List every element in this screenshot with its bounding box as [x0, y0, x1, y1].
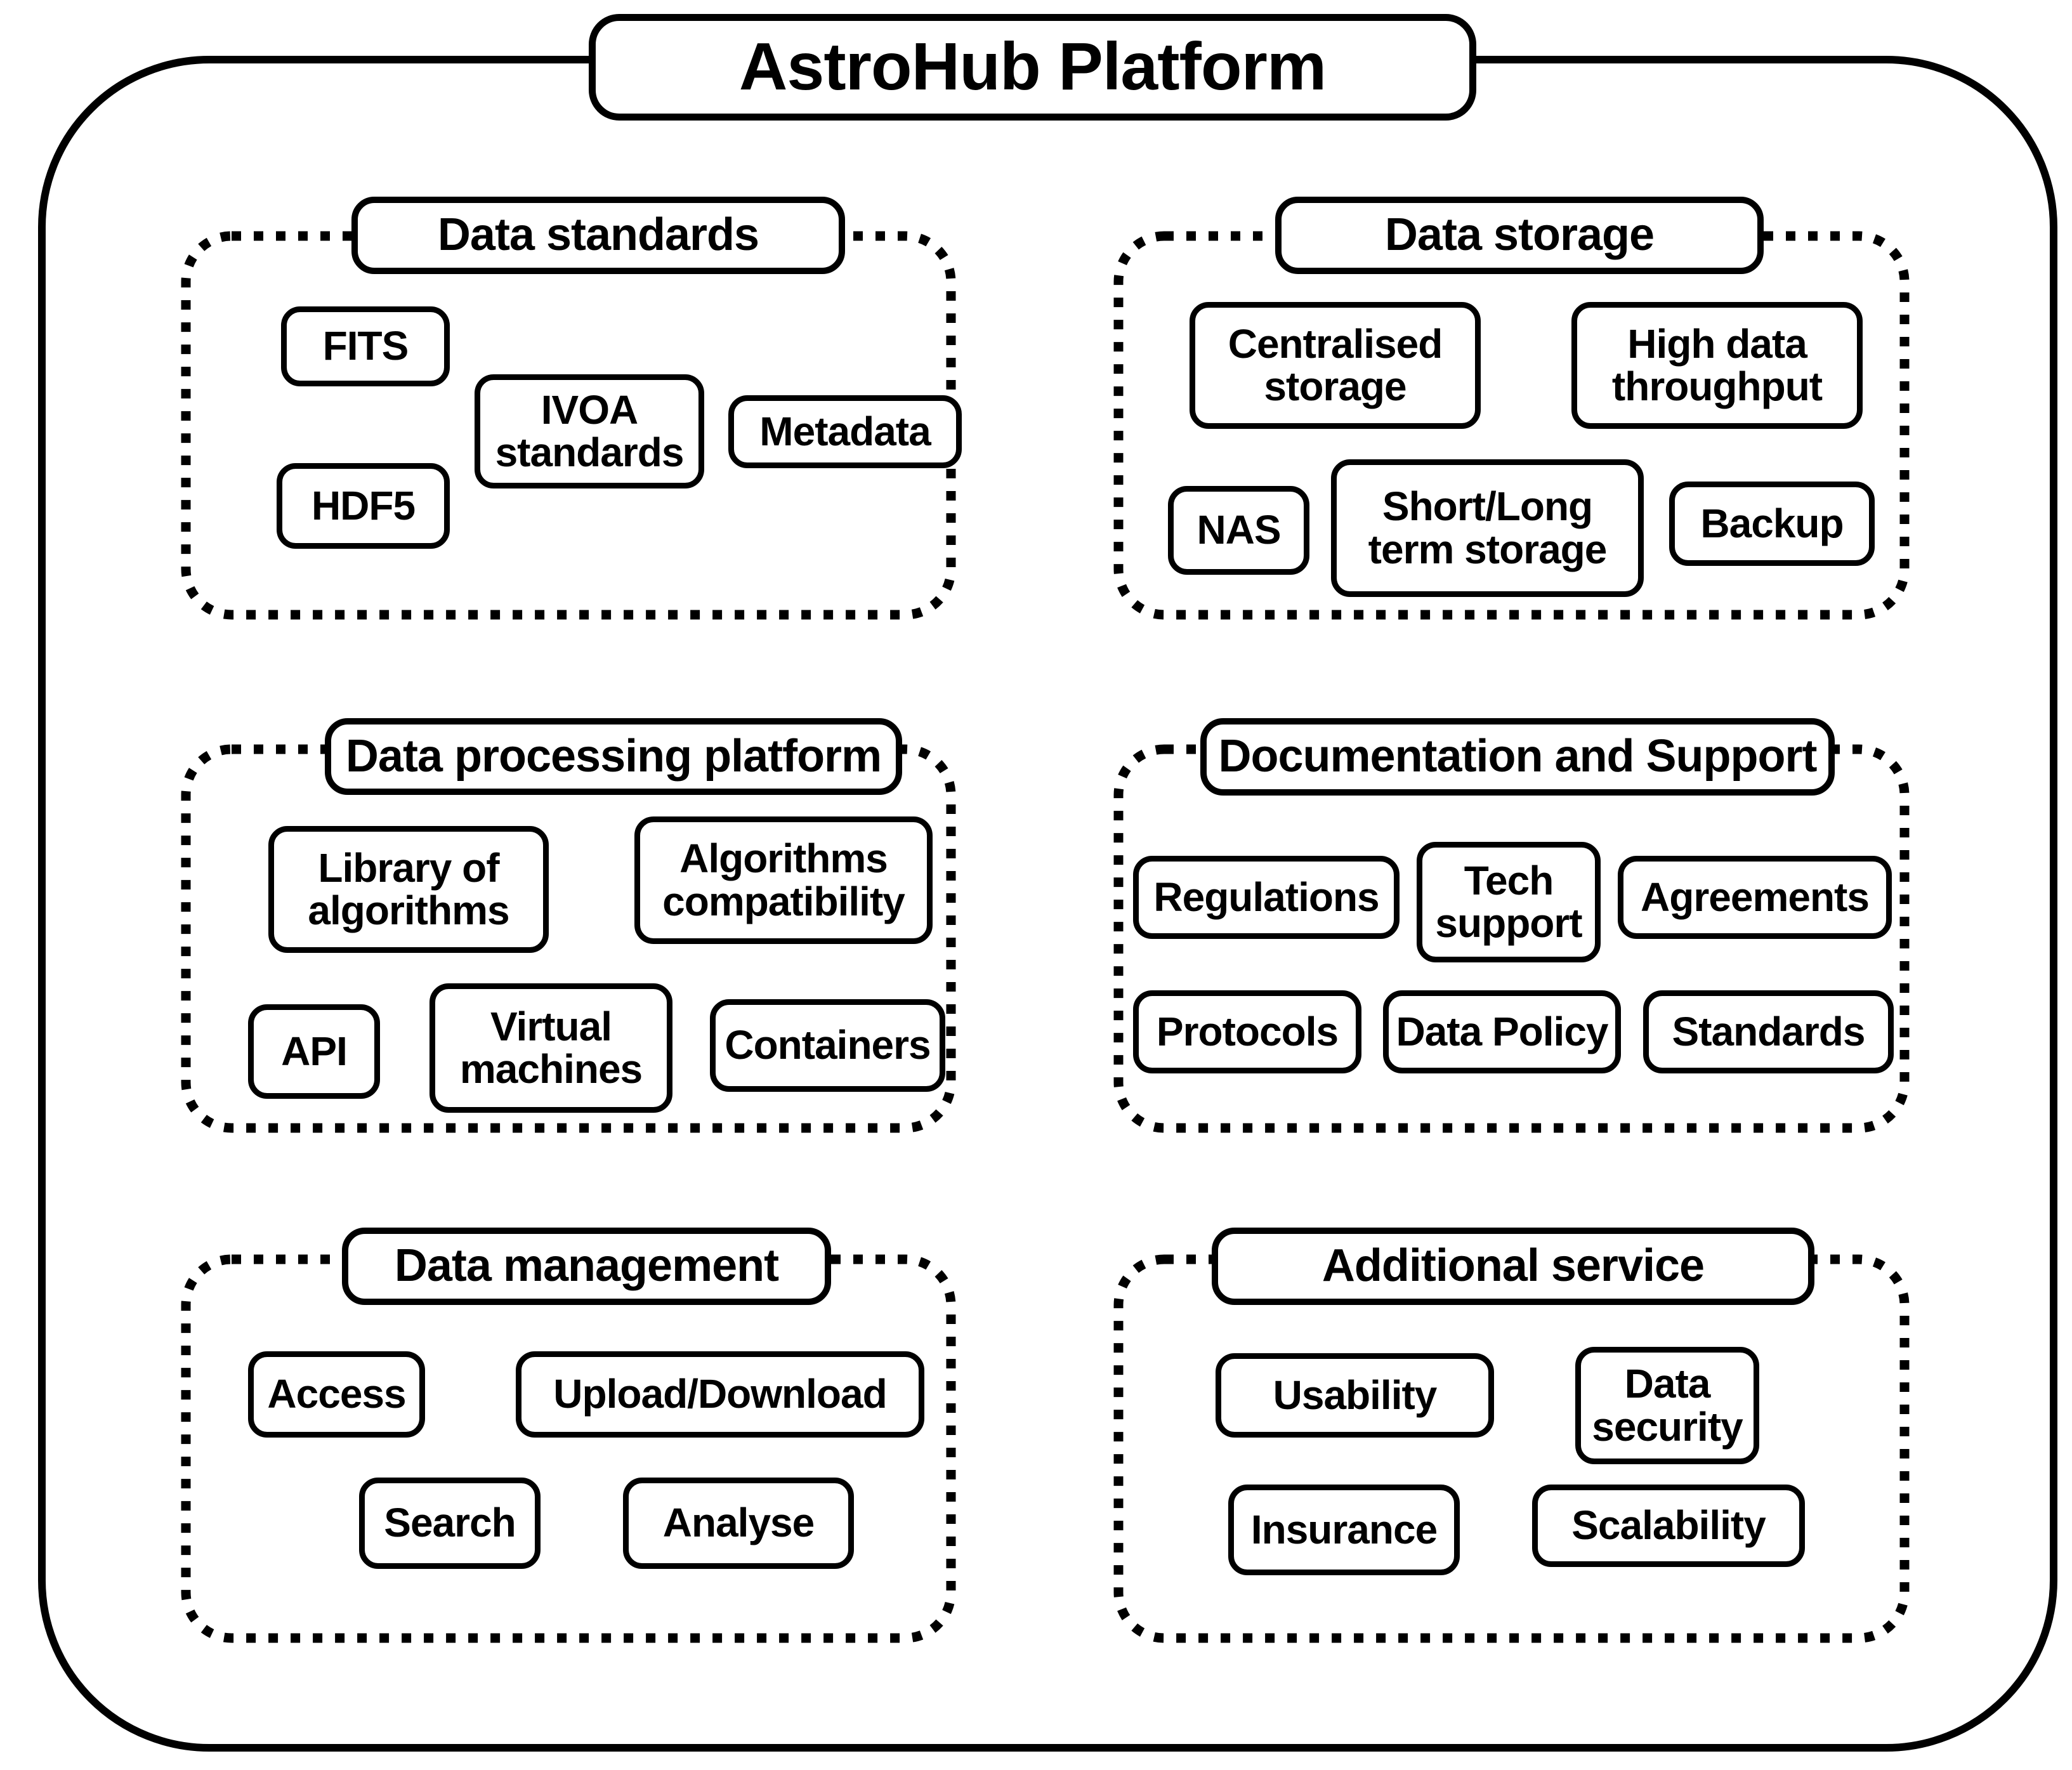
item-ivoa-standards: IVOA standards [475, 374, 704, 488]
panel-title-data-processing-platform: Data processing platform [325, 718, 902, 795]
item-scalability: Scalability [1532, 1485, 1805, 1567]
panel-title-data-standards: Data standards [351, 197, 845, 274]
item-insurance: Insurance [1228, 1485, 1460, 1575]
panel-data-management: Data management Access Upload/Download S… [181, 1228, 956, 1643]
item-api: API [248, 1004, 380, 1099]
item-upload-download: Upload/Download [516, 1351, 924, 1438]
item-data-security: Data security [1575, 1347, 1759, 1464]
item-metadata: Metadata [728, 395, 962, 468]
panel-title-data-management: Data management [342, 1228, 831, 1305]
item-data-policy: Data Policy [1383, 990, 1621, 1073]
panel-data-processing-platform: Data processing platform Library of algo… [181, 718, 956, 1133]
panel-documentation-and-support: Documentation and Support Regulations Te… [1113, 718, 1910, 1133]
item-algorithms-compatibility: Algorithms compatibility [634, 816, 933, 944]
panel-data-storage: Data storage Centralised storage High da… [1113, 197, 1910, 620]
item-standards: Standards [1643, 990, 1894, 1073]
panel-additional-service: Additional service Usability Data securi… [1113, 1228, 1910, 1643]
item-short-long-term-storage: Short/Long term storage [1331, 459, 1644, 597]
item-tech-support: Tech support [1417, 842, 1601, 962]
item-usability: Usability [1216, 1353, 1494, 1438]
item-agreements: Agreements [1618, 856, 1892, 939]
dashed-border [1113, 744, 1910, 1133]
item-hdf5: HDF5 [277, 463, 450, 549]
item-backup: Backup [1669, 482, 1875, 566]
item-high-data-throughput: High data throughput [1571, 302, 1863, 429]
item-search: Search [359, 1478, 541, 1569]
item-fits: FITS [281, 306, 450, 386]
dashed-border [1113, 231, 1910, 620]
item-virtual-machines: Virtual machines [429, 983, 672, 1113]
panel-data-standards: Data standards FITS IVOA standards Metad… [181, 197, 962, 620]
item-containers: Containers [710, 999, 945, 1092]
diagram-title: AstroHub Platform [589, 14, 1476, 121]
item-protocols: Protocols [1133, 990, 1361, 1073]
item-access: Access [248, 1351, 425, 1438]
item-analyse: Analyse [623, 1478, 854, 1569]
item-library-of-algorithms: Library of algorithms [268, 826, 549, 953]
panel-title-documentation-and-support: Documentation and Support [1200, 718, 1835, 796]
item-regulations: Regulations [1133, 856, 1400, 939]
item-nas: NAS [1168, 486, 1309, 575]
dashed-border [1113, 1254, 1910, 1643]
panel-title-data-storage: Data storage [1275, 197, 1764, 274]
panel-title-additional-service: Additional service [1212, 1228, 1814, 1305]
item-centralised-storage: Centralised storage [1190, 302, 1481, 429]
dashed-border [181, 1254, 956, 1643]
